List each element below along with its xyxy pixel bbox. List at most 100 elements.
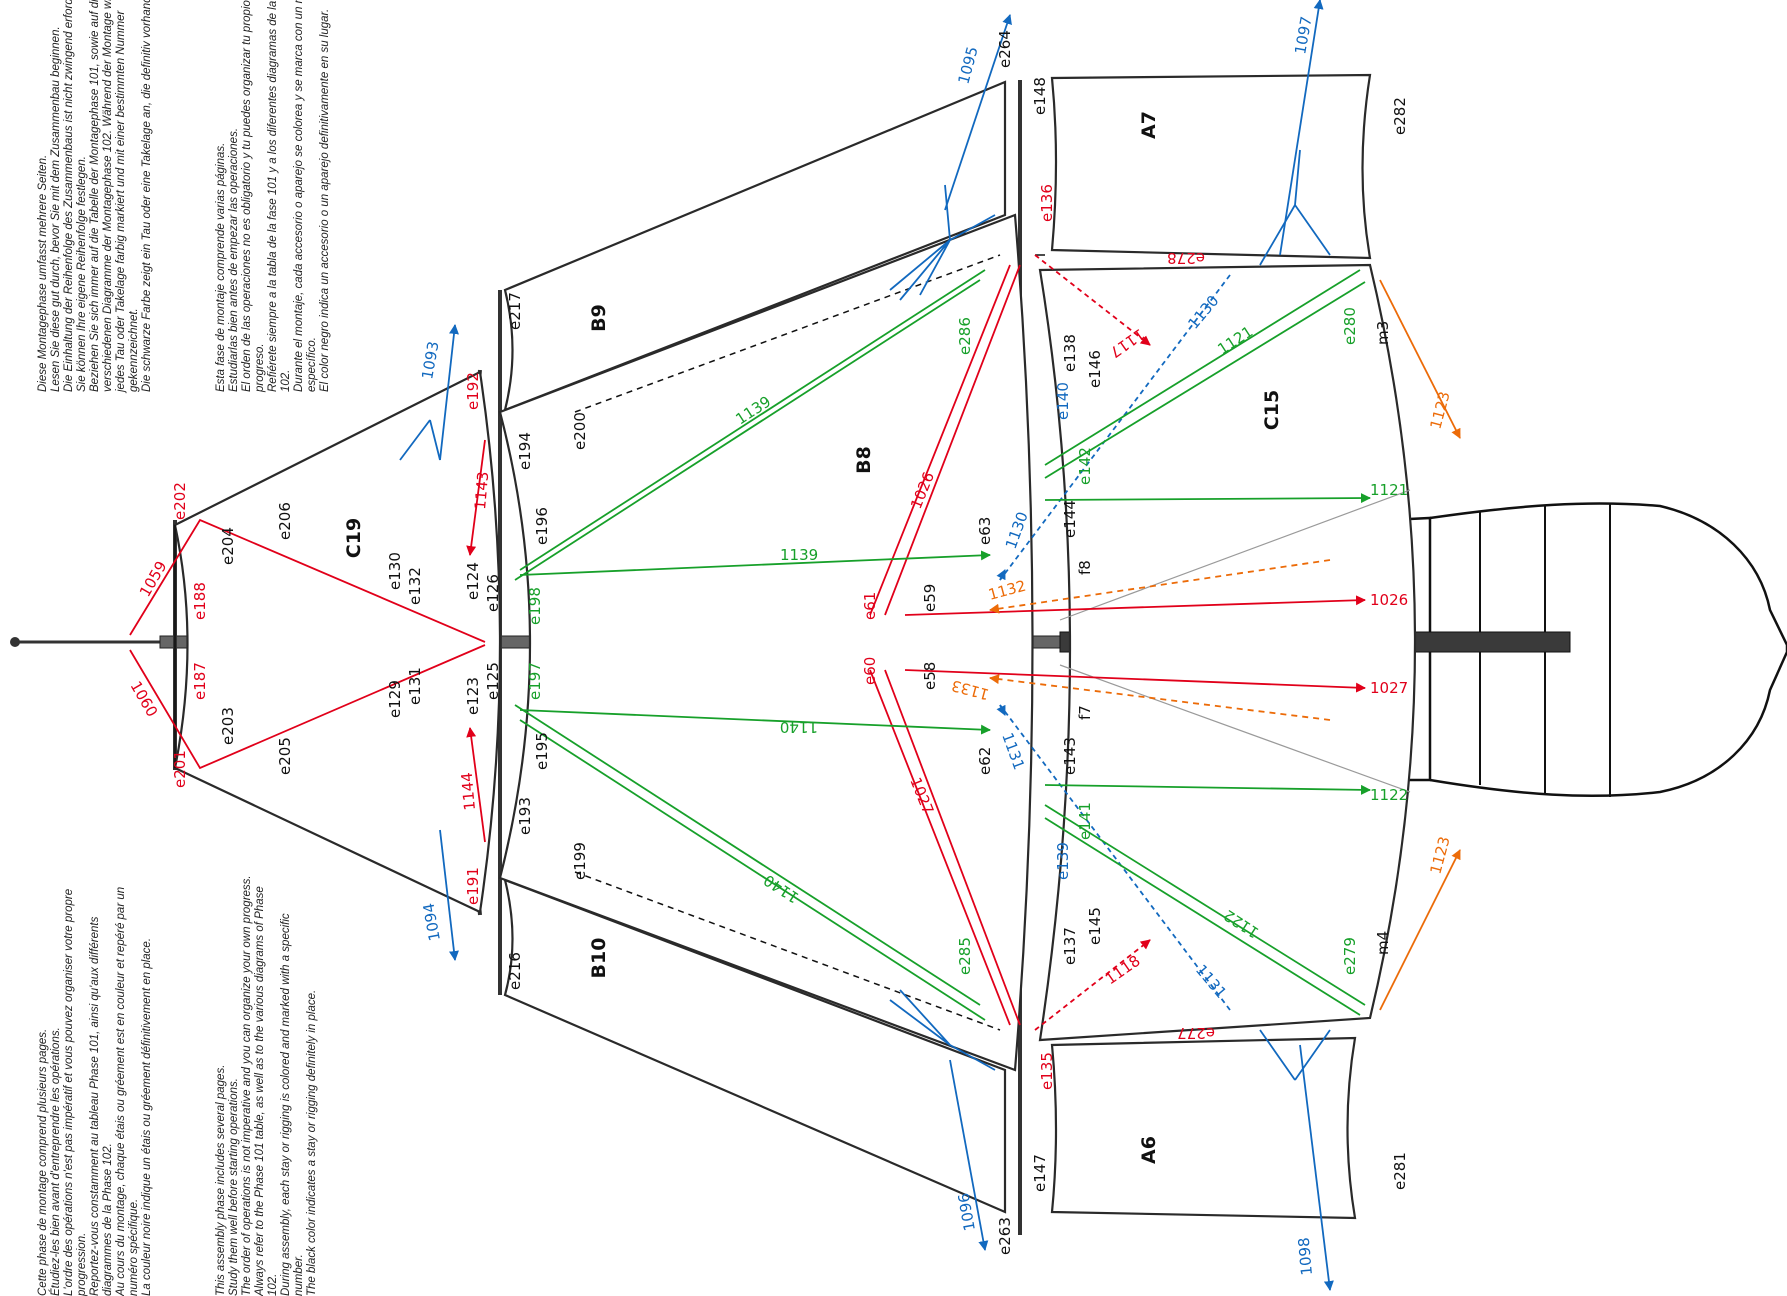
num-1121-hull: 1121 — [1370, 481, 1408, 499]
sails — [173, 73, 1417, 1220]
note-en-3: Always refer to the Phase 101 table, as … — [254, 886, 266, 1296]
label-e196: e196 — [533, 507, 551, 545]
label-e282: e282 — [1391, 97, 1409, 135]
label-e138: e138 — [1061, 334, 1079, 372]
note-en-0: This assembly phase includes several pag… — [215, 1065, 227, 1296]
note-de-8: Die schwarze Farbe zeigt ein Tau oder ei… — [141, 0, 153, 392]
label-e135: e135 — [1038, 1052, 1056, 1090]
note-es-0: Esta fase de montaje comprende varias pá… — [215, 143, 227, 392]
label-e277: e277 — [1177, 1024, 1215, 1042]
label-e144: e144 — [1061, 500, 1079, 538]
note-fr-0: Cette phase de montage comprend plusieur… — [37, 1029, 49, 1296]
sail-label-A6: A6 — [1138, 1136, 1160, 1164]
label-e58: e58 — [921, 662, 939, 690]
label-e139: e139 — [1054, 842, 1072, 880]
num-1095: 1095 — [954, 44, 981, 86]
label-e195: e195 — [533, 732, 551, 770]
note-de-6: jedes Tau oder Takelage farbig markiert … — [115, 9, 127, 394]
note-fr-3: progression. — [76, 1233, 88, 1296]
label-e124: e124 — [464, 562, 482, 600]
label-e199: e199 — [571, 842, 589, 880]
num-1144: 1144 — [458, 772, 479, 812]
label-e194: e194 — [516, 432, 534, 470]
label-e63: e63 — [976, 517, 994, 545]
sail-label-A7: A7 — [1138, 111, 1160, 139]
english-instructions: This assembly phase includes several pag… — [215, 875, 318, 1296]
note-fr-1: Étudiez-les bien avant d'entreprendre le… — [49, 1027, 62, 1296]
label-e130: e130 — [386, 552, 404, 590]
label-e188: e188 — [191, 582, 209, 620]
note-fr-6: Au cours du montage, chaque étais ou gré… — [115, 887, 127, 1296]
orange-rigging — [989, 279, 1461, 1011]
label-e136: e136 — [1038, 184, 1056, 222]
green-rigging — [514, 269, 1371, 1021]
label-f8: f8 — [1076, 560, 1094, 575]
label-e62: e62 — [976, 747, 994, 775]
blue-rigging — [399, 0, 1334, 1291]
label-m4: m4 — [1374, 931, 1392, 955]
note-fr-4: Reportez-vous constamment au tableau Pha… — [89, 916, 101, 1296]
num-1094: 1094 — [420, 902, 444, 943]
note-en-6: number. — [293, 1254, 305, 1296]
label-e203: e203 — [219, 707, 237, 745]
sail-label-B10: B10 — [588, 938, 610, 979]
num-1139-mid: 1139 — [780, 546, 818, 564]
label-e187: e187 — [191, 662, 209, 700]
note-de-2: Die Einhaltung der Reihenfolge des Zusam… — [63, 0, 75, 392]
label-e132: e132 — [406, 567, 424, 605]
label-e61: e61 — [861, 592, 879, 620]
label-e60: e60 — [861, 657, 879, 685]
note-fr-5: diagrammes de la Phase 102. — [102, 1143, 114, 1296]
label-e137: e137 — [1061, 927, 1079, 965]
label-e285: e285 — [956, 937, 974, 975]
num-1093: 1093 — [418, 340, 442, 381]
french-instructions: Cette phase de montage comprend plusieur… — [37, 887, 153, 1296]
num-1027-hull: 1027 — [1370, 679, 1408, 697]
sail-label-C19: C19 — [343, 518, 365, 558]
note-en-1: Study them well before starting operatio… — [228, 1078, 240, 1296]
note-de-1: Lesen Sie diese gut durch, bevor Sie mit… — [50, 26, 62, 392]
sail-label-C15: C15 — [1261, 390, 1283, 430]
label-e146: e146 — [1086, 350, 1104, 388]
note-es-5: 102. — [280, 370, 292, 392]
label-e140: e140 — [1054, 382, 1072, 420]
sail-B8 — [498, 213, 1034, 1072]
label-e125: e125 — [484, 662, 502, 700]
label-e197: e197 — [526, 662, 544, 700]
label-e264: e264 — [996, 30, 1014, 68]
sail-A7 — [1050, 73, 1372, 260]
note-de-3: Sie können Ihre eigene Reihenfolge festl… — [76, 156, 88, 392]
sail-label-B8: B8 — [853, 446, 875, 474]
note-es-7: específico. — [306, 337, 318, 392]
label-e131: e131 — [406, 667, 424, 705]
blue-labels: e140 e139 1095 1097 1093 1094 1096 1098 … — [418, 15, 1316, 1276]
label-e281: e281 — [1391, 1152, 1409, 1190]
german-instructions: Diese Montagephase umfasst mehrere Seite… — [37, 0, 153, 394]
label-e142: e142 — [1076, 447, 1094, 485]
note-fr-2: L'ordre des opérations n'est pas impérat… — [63, 889, 75, 1296]
label-e198: e198 — [526, 587, 544, 625]
label-e286: e286 — [956, 317, 974, 355]
num-1122-hull: 1122 — [1370, 786, 1408, 804]
note-es-2: El orden de las operaciones no es obliga… — [241, 0, 253, 392]
note-fr-7: numéro spécifique. — [128, 1199, 140, 1296]
label-e200: e200 — [571, 412, 589, 450]
label-e202: e202 — [171, 482, 189, 520]
note-de-5: verschiedenen Diagramme der Montagephase… — [102, 0, 114, 392]
sail-label-B9: B9 — [588, 304, 610, 332]
label-e148: e148 — [1031, 77, 1049, 115]
note-es-4: Refiérete siempre a la tabla de la fase … — [267, 0, 279, 392]
note-es-3: progreso. — [254, 343, 266, 393]
label-e123: e123 — [464, 677, 482, 715]
label-e143: e143 — [1061, 737, 1079, 775]
num-1059: 1059 — [136, 558, 171, 600]
note-es-6: Durante el montaje, cada accesorio o apa… — [293, 0, 305, 392]
note-es-1: Estudiarlas bien antes de empezar las op… — [228, 128, 240, 392]
note-en-2: The order of operations is not imperativ… — [241, 875, 253, 1296]
note-en-5: During assembly, each stay or rigging is… — [280, 913, 292, 1296]
label-e145: e145 — [1086, 907, 1104, 945]
sail-A6 — [1050, 1036, 1357, 1220]
num-1140-mid: 1140 — [780, 718, 818, 736]
label-e216: e216 — [506, 952, 524, 990]
